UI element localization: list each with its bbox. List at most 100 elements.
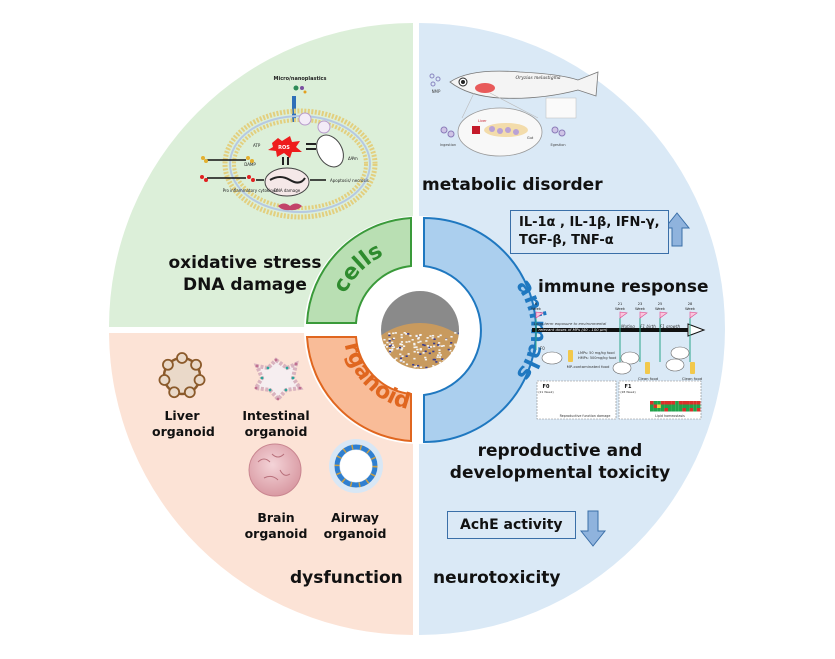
heatmap-cell [696, 404, 701, 408]
heatmap-cell [664, 401, 668, 405]
particle-mark [413, 342, 416, 345]
liver-cell-mark [183, 386, 196, 399]
particle-mark [399, 343, 402, 346]
heatmap-cell [650, 404, 654, 408]
organoid-name: Airway [331, 510, 379, 525]
heatmap-cell [664, 408, 668, 412]
week-label: Week [531, 307, 542, 311]
particle-mark [392, 337, 396, 340]
particle-mark [435, 361, 438, 363]
heatmap-cell [678, 404, 683, 408]
dna-strand-icon [269, 176, 306, 184]
cytokine-line: IL-1α , IL-1β, IFN-γ, [519, 215, 660, 230]
phase-mating: Mating [621, 324, 635, 329]
immune-response-label: immune response [538, 277, 709, 297]
intestinal-organoid-icon [252, 357, 304, 403]
particle-icon [293, 85, 299, 91]
particle-mark [383, 344, 387, 346]
intestine-cell-mark [285, 366, 289, 370]
week-label: 25 [658, 302, 663, 306]
week-label: Week [615, 307, 626, 311]
cytokines-label: Pro inflammatory cytokines [223, 188, 278, 193]
heatmap-cell [675, 404, 679, 408]
heatmap-cell [660, 404, 665, 408]
particle-mark [400, 359, 403, 362]
timeline-arrow-icon [687, 323, 706, 337]
particle-mark [392, 332, 395, 335]
gut-label: Gut [527, 136, 534, 140]
phase-f1-growth: F1 growth [660, 324, 681, 329]
particle-mark [398, 346, 402, 349]
organoid-name: Liver [164, 408, 200, 423]
particle-mark [388, 338, 391, 340]
particle-icon [300, 86, 304, 90]
week-label: 6 [535, 302, 538, 306]
heatmap-cell [653, 404, 658, 408]
particle-mark [416, 364, 420, 367]
animals-ring-segment [423, 216, 537, 444]
food-vial-icon [568, 350, 573, 362]
particle-mark [393, 358, 396, 361]
week-flag-icon [535, 311, 544, 319]
liver-label: Liver [478, 119, 487, 123]
mouse-icon [612, 361, 632, 375]
nmp-particle-icon [435, 76, 441, 82]
particle-mark [391, 348, 394, 351]
clean-food-label: Clean food [682, 376, 703, 381]
cells-ring-segment [305, 216, 412, 324]
particle-mark [409, 334, 412, 337]
particle-mark [383, 338, 386, 341]
particle-mark [431, 334, 435, 337]
panel-f0-sub: (21 Week) [538, 390, 553, 394]
nmp-particle-icon [429, 73, 435, 79]
particle-mark [403, 332, 406, 334]
particle-mark [400, 341, 404, 343]
particle-mark [431, 337, 434, 339]
heatmap-cell [675, 401, 679, 405]
particle-mark [388, 332, 391, 335]
particle-mark [391, 344, 395, 346]
heatmap-cell [653, 401, 658, 405]
particle-mark [388, 345, 391, 348]
heatmap-cell [693, 404, 697, 408]
particle-mark [391, 346, 394, 349]
particle-mark [450, 342, 453, 344]
particle-mark [415, 334, 418, 337]
particle-mark [401, 355, 404, 357]
er-icon [278, 203, 302, 211]
particle-mark [445, 338, 448, 341]
particle-mark [424, 356, 427, 359]
uptake-arrow-icon [292, 96, 296, 122]
organoid-type: organoid [323, 526, 387, 541]
nanoplastics-label: Micro/nanoplastics [274, 76, 327, 82]
fish-schematic: NMP Oryzias melastigma Liver Gut Ingesti… [429, 70, 599, 157]
particle-mark [413, 357, 416, 360]
outcome-line: oxidative stress [168, 253, 322, 273]
organoid-name: Intestinal [242, 408, 310, 423]
particle-mark [399, 353, 402, 356]
particle-mark [417, 336, 420, 339]
panel-f1-title: F1 [625, 384, 632, 390]
intestine-cell-mark [260, 376, 264, 380]
particle-mark [407, 333, 410, 335]
liver-organoid-icon [158, 352, 206, 399]
lipid-heatmap [650, 401, 701, 412]
liver-cell-mark [168, 386, 181, 399]
particle-mark [400, 343, 404, 346]
heatmap-cell [671, 401, 676, 405]
cytokine-box: IL-1α , IL-1β, IFN-γ, TGF-β, TNF-α [510, 210, 669, 254]
heatmap-cell [650, 408, 654, 412]
particle-mark [419, 340, 422, 343]
heatmap-cell [671, 404, 676, 408]
particle-mark [419, 353, 422, 355]
particle-mark [402, 345, 406, 348]
particle-mark [394, 332, 397, 334]
heatmap-cell [682, 404, 686, 408]
panel-f1-sub: (28 Week) [620, 390, 635, 394]
heatmap-cell [682, 408, 686, 412]
airway-organoid-icon [329, 439, 383, 493]
particle-mark [433, 345, 436, 348]
panel-f0-title: F0 [543, 384, 550, 390]
